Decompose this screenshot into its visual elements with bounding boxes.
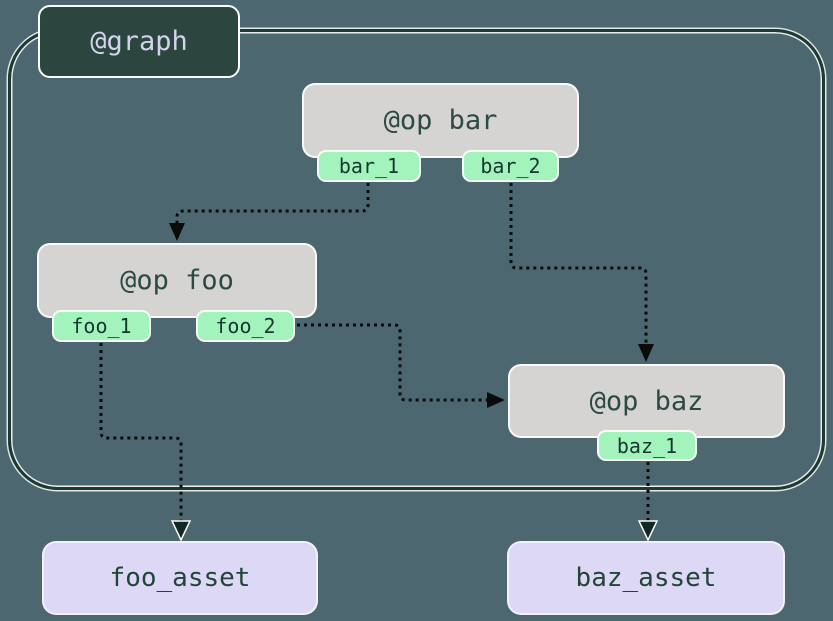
output-tag-baz-1: baz_1: [597, 430, 697, 461]
output-tag-foo-1: foo_1: [52, 310, 151, 342]
output-tag-foo-2-label: foo_2: [215, 314, 276, 338]
op-node-bar: @op bar: [302, 83, 579, 158]
asset-node-baz-asset: baz_asset: [507, 541, 785, 615]
op-node-foo: @op foo: [37, 243, 317, 318]
asset-foo-label: foo_asset: [109, 563, 251, 593]
output-tag-bar-1-label: bar_1: [338, 154, 400, 178]
asset-node-foo-asset: foo_asset: [42, 541, 318, 615]
op-bar-title: @op bar: [383, 105, 498, 136]
graph-label-text: @graph: [90, 26, 188, 57]
output-tag-foo-1-label: foo_1: [71, 314, 132, 338]
output-tag-foo-2: foo_2: [196, 310, 295, 342]
arrowhead-baz1-to-baz-asset: [637, 520, 659, 542]
op-baz-title: @op baz: [589, 385, 704, 417]
arrowhead-foo1-to-foo-asset: [170, 520, 192, 542]
output-tag-bar-1: bar_1: [317, 150, 421, 182]
output-tag-bar-2-label: bar_2: [480, 154, 541, 178]
graph-boundary: [8, 29, 825, 490]
op-node-baz: @op baz: [508, 364, 785, 438]
asset-baz-label: baz_asset: [575, 563, 717, 593]
output-tag-baz-1-label: baz_1: [616, 433, 678, 458]
op-foo-title: @op foo: [120, 265, 234, 296]
graph-label: @graph: [38, 5, 240, 78]
output-tag-bar-2: bar_2: [462, 150, 559, 182]
